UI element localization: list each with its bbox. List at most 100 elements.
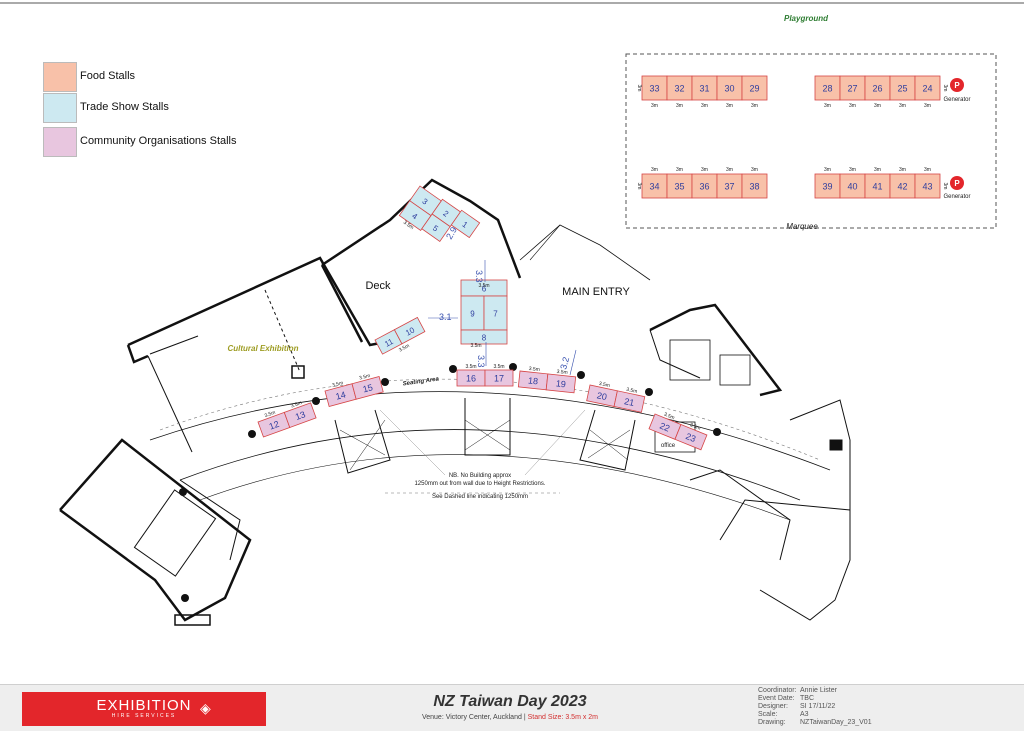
trade-swatch: [43, 93, 77, 123]
main-entry-label: MAIN ENTRY: [562, 286, 630, 298]
meta-value-drawing: NZTaiwanDay_23_V01: [800, 719, 872, 726]
dimension-label: 3m: [942, 183, 948, 190]
community-stall-21: 21: [613, 390, 646, 413]
dimension-label: 3.5m: [402, 220, 415, 231]
svg-text:3.2: 3.2: [558, 356, 571, 371]
trade-stall-1-number: 1: [460, 220, 469, 230]
dimension-label: 3m: [726, 167, 733, 173]
marquee-label: Marquee: [786, 222, 818, 231]
marquee-stall-25: 25: [889, 75, 916, 101]
marquee-stall-37-number: 37: [724, 182, 734, 192]
dimension-label: 3m: [726, 103, 733, 109]
marquee-stall-27-number: 27: [847, 84, 857, 94]
trade-stall-2-number: 2: [441, 209, 450, 219]
svg-text:P: P: [954, 81, 960, 90]
dimension-label: 3.5m: [470, 343, 481, 349]
dimension-label: 3.5m: [359, 373, 371, 382]
dimension-label: 3m: [899, 103, 906, 109]
marquee-stall-41: 41: [864, 173, 891, 199]
dimension-label: 3.5m: [626, 387, 638, 395]
marquee-stall-26: 26: [864, 75, 891, 101]
legend-food: [43, 62, 77, 92]
trade-stall-9: 9: [460, 295, 485, 331]
marquee-stall-43: 43: [914, 173, 941, 199]
legend-food-label: Food Stalls: [80, 70, 136, 82]
community-stall-17: 17: [484, 369, 514, 387]
dimension-label: 3.5m: [290, 400, 303, 409]
community-stall-15-number: 15: [362, 382, 374, 394]
svg-text:3.3: 3.3: [474, 270, 484, 283]
marquee-stall-36: 36: [691, 173, 718, 199]
trade-stall-10: 10: [393, 316, 426, 345]
trade-stall-7-number: 7: [493, 310, 498, 319]
arc-stall-group-4: 20 213.5m 3.5m: [586, 381, 646, 413]
legend-trade-label: Trade Show Stalls: [80, 101, 169, 113]
community-stall-20-number: 20: [596, 390, 608, 402]
note-line-3: See Dashed line indicating 1250mm: [432, 494, 528, 500]
community-stall-23: 23: [674, 423, 708, 451]
dashed-limit-line: [159, 378, 821, 461]
building-walls: [59, 178, 851, 626]
dimension-label: 3m: [874, 167, 881, 173]
company-subtitle: HIRE SERVICES: [111, 713, 177, 719]
marquee-stall-24-number: 24: [922, 84, 932, 94]
meta-value-event-date: TBC: [800, 695, 814, 702]
title-block: EXHIBITION HIRE SERVICES ◈ NZ Taiwan Day…: [0, 684, 1024, 731]
dimension-label: 3m: [651, 167, 658, 173]
svg-text:3.1: 3.1: [439, 312, 452, 322]
community-stall-23-number: 23: [684, 431, 697, 444]
community-stall-15: 15: [351, 376, 384, 400]
svg-text:Generator: Generator: [943, 97, 970, 103]
marquee-stall-25-number: 25: [897, 84, 907, 94]
seating-area-label: Seating Area: [402, 376, 440, 387]
dimension-label: 3.5m: [663, 412, 676, 422]
marquee-stall-27: 27: [839, 75, 866, 101]
dimension-label: 3m: [849, 103, 856, 109]
dimension-label: 3.5m: [598, 381, 610, 389]
dimension-label: 3.5m: [478, 283, 489, 289]
dimension-label: 3m: [849, 167, 856, 173]
venue-text: Venue: Victory Center, Auckland: [421, 714, 522, 721]
marquee-stall-29-number: 29: [749, 84, 759, 94]
marquee-stall-34-number: 34: [649, 182, 659, 192]
community-stall-14-number: 14: [335, 389, 347, 401]
dimension-label: 3m: [636, 183, 642, 190]
dimension-label: 3.5m: [493, 364, 504, 370]
community-stall-19: 19: [545, 373, 577, 394]
trade-stall-8: 8: [460, 329, 508, 345]
company-name: EXHIBITION: [96, 697, 192, 714]
community-stall-14: 14: [324, 383, 357, 407]
meta-value-coordinator: Annie Lister: [800, 687, 837, 694]
marquee-stall-29: 29: [741, 75, 768, 101]
community-stall-20: 20: [586, 384, 618, 407]
marquee-stall-38: 38: [741, 173, 768, 199]
community-stall-19-number: 19: [555, 378, 566, 389]
dimension-label: 3m: [924, 167, 931, 173]
dimension-label: 3.5m: [528, 366, 540, 373]
dimension-label: 3m: [899, 167, 906, 173]
trade-stall-8-number: 8: [482, 334, 487, 343]
svg-text:Generator: Generator: [943, 194, 970, 200]
community-stall-22-number: 22: [658, 421, 671, 434]
marquee-stall-40-number: 40: [847, 182, 857, 192]
marquee-stall-32-number: 32: [674, 84, 684, 94]
marquee-stall-36-number: 36: [699, 182, 709, 192]
marquee-stall-39-number: 39: [822, 182, 832, 192]
svg-text:3.3: 3.3: [476, 355, 486, 368]
marquee-stall-33-number: 33: [649, 84, 659, 94]
marquee-stall-26-number: 26: [872, 84, 882, 94]
community-stall-16: 16: [456, 369, 486, 387]
note-line-2: 1250mm out from wall due to Height Restr…: [414, 481, 545, 487]
marquee-stall-30: 30: [716, 75, 743, 101]
company-logo: EXHIBITION HIRE SERVICES ◈: [22, 692, 266, 726]
community-stall-16-number: 16: [466, 374, 476, 384]
dimension-label: 3m: [651, 103, 658, 109]
marquee-stall-42: 42: [889, 173, 916, 199]
marquee-stall-37: 37: [716, 173, 743, 199]
